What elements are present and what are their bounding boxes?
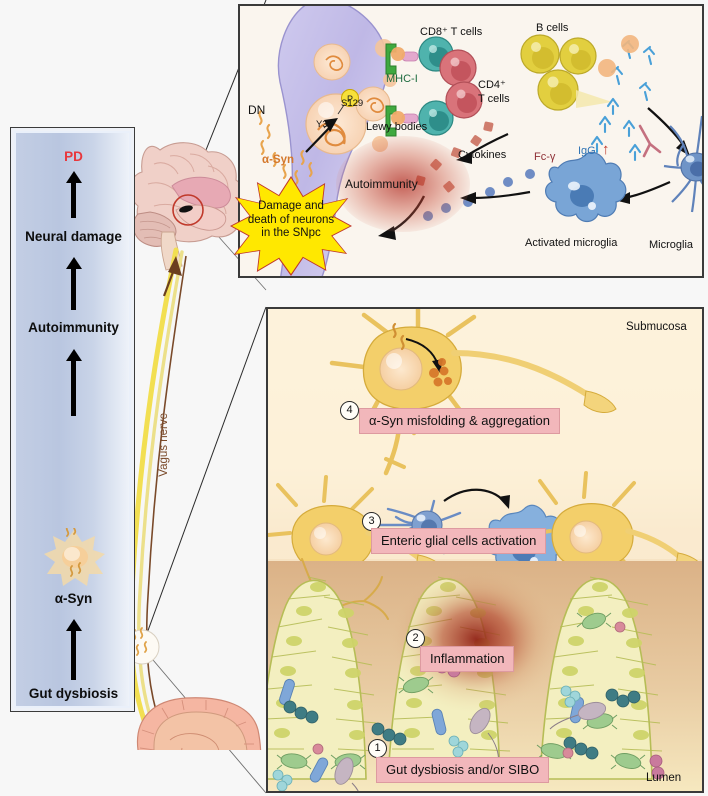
alpha-syn-cell-icon	[44, 528, 105, 586]
fc-gamma-receptor	[638, 124, 662, 158]
label-y39: Y39	[316, 119, 333, 130]
phospho-label: P	[347, 94, 353, 104]
label-alpha-syn: α-Syn	[262, 154, 294, 166]
label-submucosa: Submucosa	[626, 321, 687, 333]
flow-arrow-1	[65, 171, 82, 218]
label-t-cells: T cells	[478, 93, 510, 105]
step-label-glial-activation: Enteric glial cells activation	[371, 528, 547, 554]
label-activated-microglia: Activated microglia	[525, 237, 618, 249]
step-number-1: 1	[368, 739, 387, 758]
label-fc-gamma: Fc-γ	[534, 151, 556, 163]
microglia-resting	[663, 115, 702, 213]
label-s129: S129	[341, 98, 364, 109]
gut-submucosa-panel: Submucosa Lumen 4 α-Syn misfolding & agg…	[266, 307, 704, 793]
flow-step-alpha-syn: α-Syn	[54, 591, 93, 606]
activated-microglia	[545, 151, 627, 223]
label-cytokines: Cytokines	[458, 149, 507, 161]
label-mhc-i: MHC-I	[386, 73, 418, 85]
inflammation-glow	[388, 565, 564, 713]
step-label-alpha-syn-misfolding: α-Syn misfolding & aggregation	[359, 408, 560, 434]
intestine-illustration	[136, 697, 262, 750]
flow-step-pd: PD	[64, 149, 83, 164]
flow-step-neural-damage: Neural damage	[25, 229, 122, 244]
burst-line-1: Damage and	[258, 200, 324, 212]
step-number-3: 3	[362, 512, 381, 531]
label-microglia: Microglia	[649, 239, 694, 251]
b-cells	[520, 34, 612, 111]
burst-line-2: death of neurons	[247, 213, 335, 226]
igg-up-arrow-icon: ↑	[602, 141, 610, 158]
label-cd4: CD4⁺	[478, 79, 506, 91]
label-dn: DN	[248, 103, 266, 117]
flow-arrow-4	[65, 619, 82, 680]
flow-arrow-2	[65, 257, 82, 310]
step-label-gut-dysbiosis: Gut dysbiosis and/or SIBO	[376, 757, 550, 783]
step-number-4: 4	[340, 401, 359, 420]
label-cd8-t-cells: CD8⁺ T cells	[420, 26, 483, 38]
step-label-inflammation: Inflammation	[420, 646, 515, 672]
label-lumen: Lumen	[646, 772, 682, 784]
burst-line-3: in the SNpc	[261, 227, 321, 240]
flow-panel-inner	[14, 131, 131, 708]
pd-progression-flow-panel: PD Neural damage Autoimmunity α-Syn Gut …	[10, 127, 135, 712]
enteric-neuron-top	[329, 309, 617, 476]
vagus-nerve-label: Vagus nerve	[158, 413, 170, 477]
label-igg: IgG	[578, 145, 596, 157]
label-b-cells: B cells	[536, 22, 569, 34]
cd8-t-cells	[418, 36, 454, 136]
flow-step-gut-dysbiosis: Gut dysbiosis	[28, 686, 119, 701]
antibody-bound-alpha-syn	[598, 35, 639, 77]
alpha-syn-aggregates	[429, 358, 452, 387]
flow-arrow-3	[65, 349, 82, 416]
label-lewy-bodies: Lewy bodies	[366, 121, 428, 133]
enteric-neuron-right	[524, 471, 702, 599]
snpc-damage-starburst: Damage and death of neurons in the SNpc	[230, 176, 352, 276]
step-number-2: 2	[406, 629, 425, 648]
mhc-i-complexes	[385, 43, 419, 137]
brain-illustration	[129, 142, 247, 271]
label-autoimmunity: Autoimmunity	[345, 177, 418, 191]
cd4-t-cells	[439, 49, 483, 119]
flow-step-autoimmunity: Autoimmunity	[28, 320, 119, 335]
autoimmunity-glow	[336, 136, 470, 232]
